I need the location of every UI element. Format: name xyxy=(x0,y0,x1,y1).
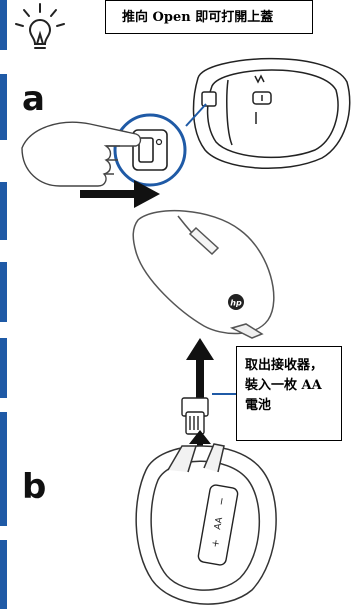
hp-logo-icon: hp xyxy=(228,294,244,310)
lightbulb-tip-icon xyxy=(16,4,64,48)
zoom-detail xyxy=(115,115,185,185)
mouse-underside xyxy=(194,59,350,169)
svg-text:hp: hp xyxy=(230,299,242,308)
usb-receiver xyxy=(182,398,208,434)
mouse-top-cover xyxy=(133,211,274,338)
arrow-up-icon xyxy=(186,338,214,402)
